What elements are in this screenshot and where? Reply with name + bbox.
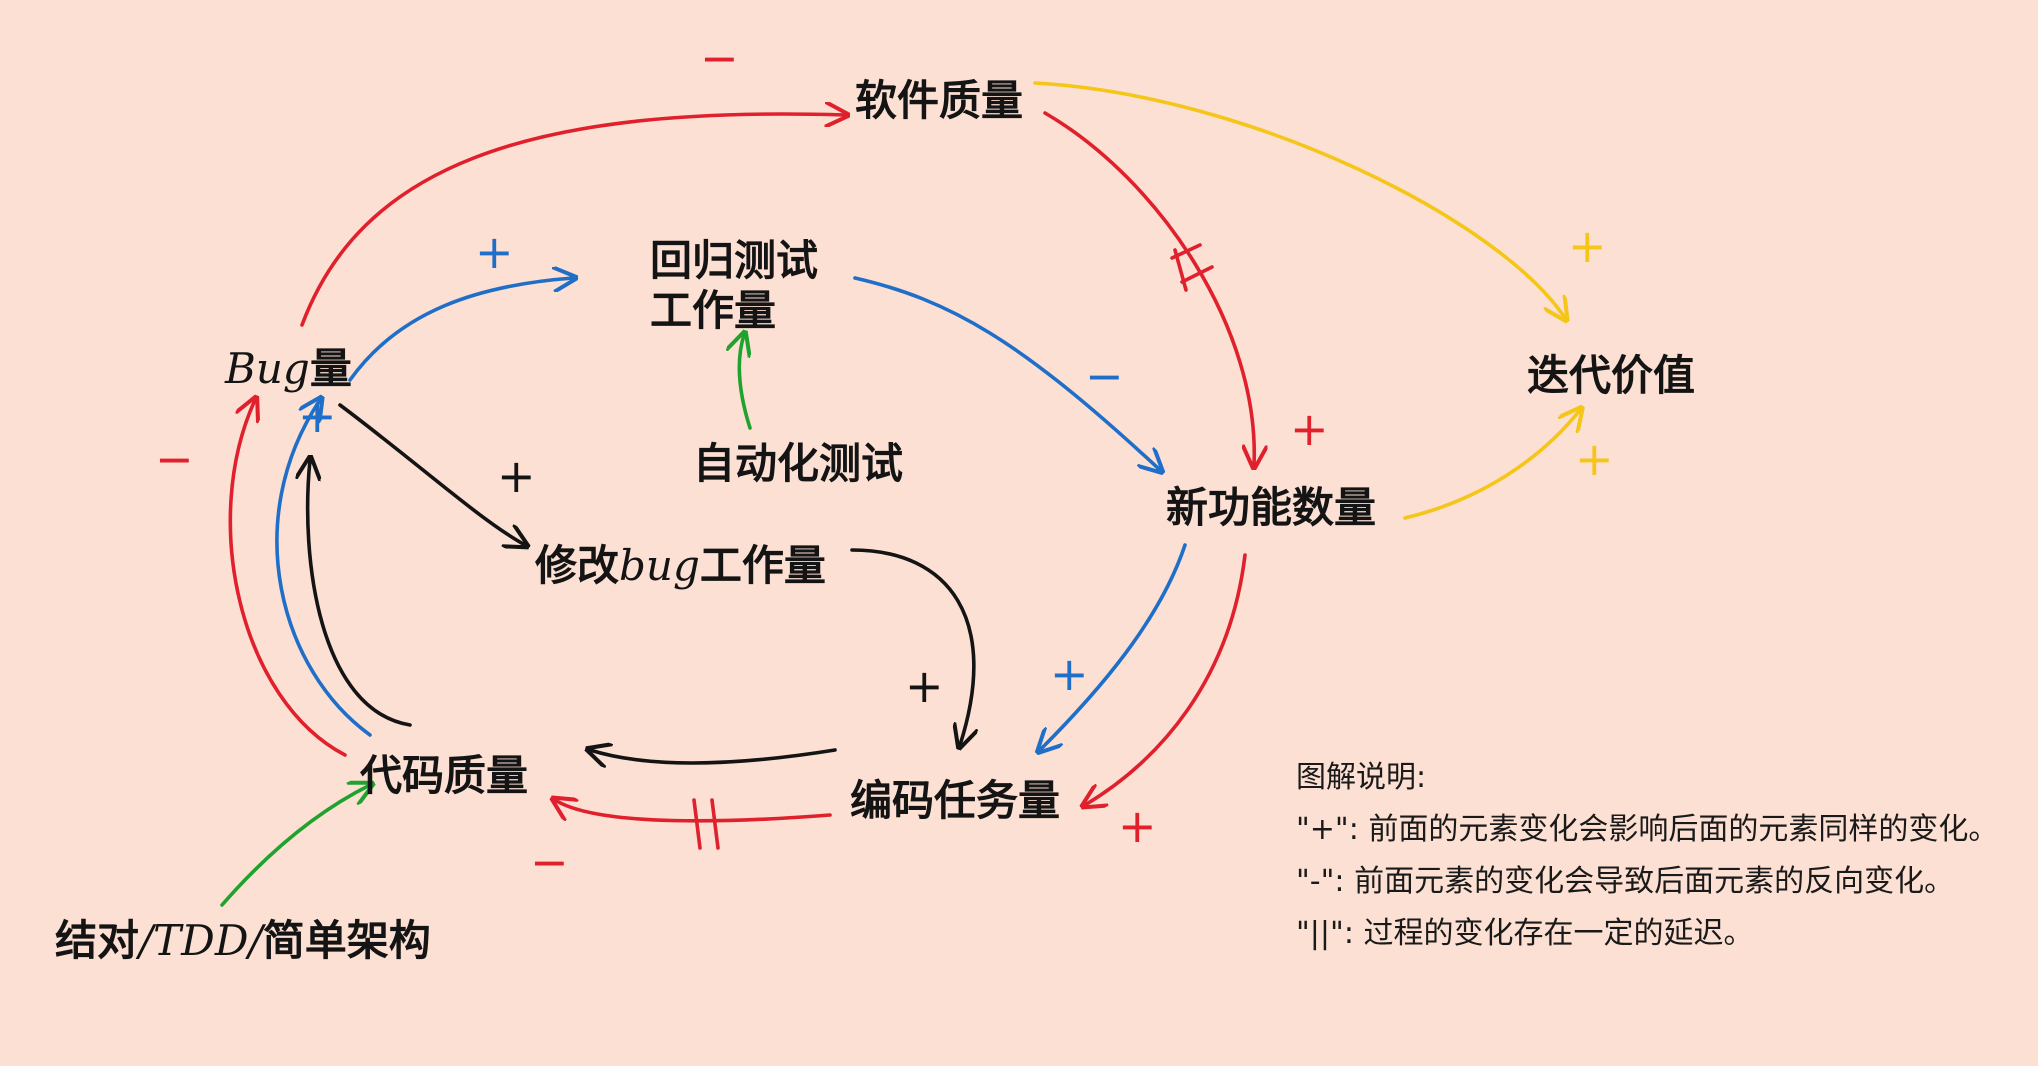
sign-new-feature-to-coding-blue: + [1050,647,1089,701]
node-regression-workload: 回归测试 工作量 [650,236,833,335]
arrow-code-quality-to-bug-blue [275,400,372,737]
node-bug-count: Bug量 [224,344,352,393]
legend-minus: "-": 前面元素的变化会导致后面元素的反向变化。 [1296,864,1955,899]
node-software-quality: 软件质量 [855,76,1023,125]
node-practices-sep2: / [245,916,267,965]
arrow-coding-to-code-quality-red [555,800,832,823]
arrow-bug-to-software-quality [300,114,845,327]
arrow-automated-testing-to-regression [739,335,750,430]
node-bug-count-suffix: 量 [310,344,352,393]
node-practices-hand: TDD [153,916,248,965]
node-bug-count-hand: Bug [224,344,310,393]
arrow-software-quality-to-new-feature [1043,111,1254,465]
sign-bug-to-regression: + [475,225,514,279]
sign-bug-to-software-quality: − [700,31,739,85]
sign-software-quality-to-value: + [1568,219,1607,273]
sign-regression-to-new-feature: − [1085,349,1124,403]
sign-new-feature-to-coding-red: + [1118,799,1157,853]
arrow-bug-to-regression-workload [348,278,573,382]
arrow-regression-to-new-feature [853,276,1160,470]
node-practices-sep1: / [135,916,157,965]
node-fix-bug-workload-hand: bug [619,541,700,590]
sign-coding-to-code-quality: − [530,835,569,889]
legend-plus: "+": 前面的元素变化会影响后面的元素同样的变化。 [1296,812,1999,847]
arrow-code-quality-to-bug-red [228,400,347,757]
node-code-quality: 代码质量 [359,751,528,800]
node-fix-bug-workload-prefix: 修改 [535,541,619,590]
node-practices-part1: 结对 [55,916,139,965]
node-fix-bug-workload: 修改bug工作量 [535,541,826,590]
node-practices: 结对/TDD/简单架构 [55,916,431,965]
node-automated-testing: 自动化测试 [693,439,903,488]
arrow-code-quality-to-bug-black [308,460,412,727]
node-coding-task-count: 编码任务量 [850,776,1060,825]
arrow-new-feature-to-coding-blue [1040,543,1187,750]
legend: 图解说明: "+": 前面的元素变化会影响后面的元素同样的变化。 "-": 前面… [1296,752,2016,960]
node-practices-part2: 简单架构 [263,916,431,965]
arrow-bug-to-fix-workload [338,403,525,545]
node-regression-workload-line1: 回归测试 [650,236,818,285]
sign-code-quality-to-bug-blue: + [298,389,337,443]
arrow-new-feature-to-value [1403,410,1580,520]
arrow-coding-to-code-quality-black [590,750,837,763]
sign-bug-to-fix-workload: + [497,449,536,503]
node-iteration-value: 迭代价值 [1527,351,1695,400]
arrow-software-quality-to-value [1033,81,1565,318]
arrow-new-feature-to-coding-red [1085,553,1247,805]
delay-mark-coding-to-code-quality [692,798,720,850]
node-new-feature-count: 新功能数量 [1166,483,1376,532]
node-regression-workload-line2: 工作量 [650,286,776,335]
legend-delay: "||": 过程的变化存在一定的延迟。 [1296,916,1754,951]
arrow-practices-to-code-quality [220,785,370,907]
sign-software-quality-to-new-feature: + [1290,402,1329,456]
sign-code-quality-to-bug-red: − [155,432,194,486]
legend-title: 图解说明: [1296,760,1427,795]
arrow-fix-workload-to-coding [850,548,974,745]
node-fix-bug-workload-suffix: 工作量 [700,541,826,590]
sign-new-feature-to-value: + [1575,432,1614,486]
delay-mark-software-quality [1170,243,1214,292]
sign-fix-workload-to-coding: + [905,659,944,713]
